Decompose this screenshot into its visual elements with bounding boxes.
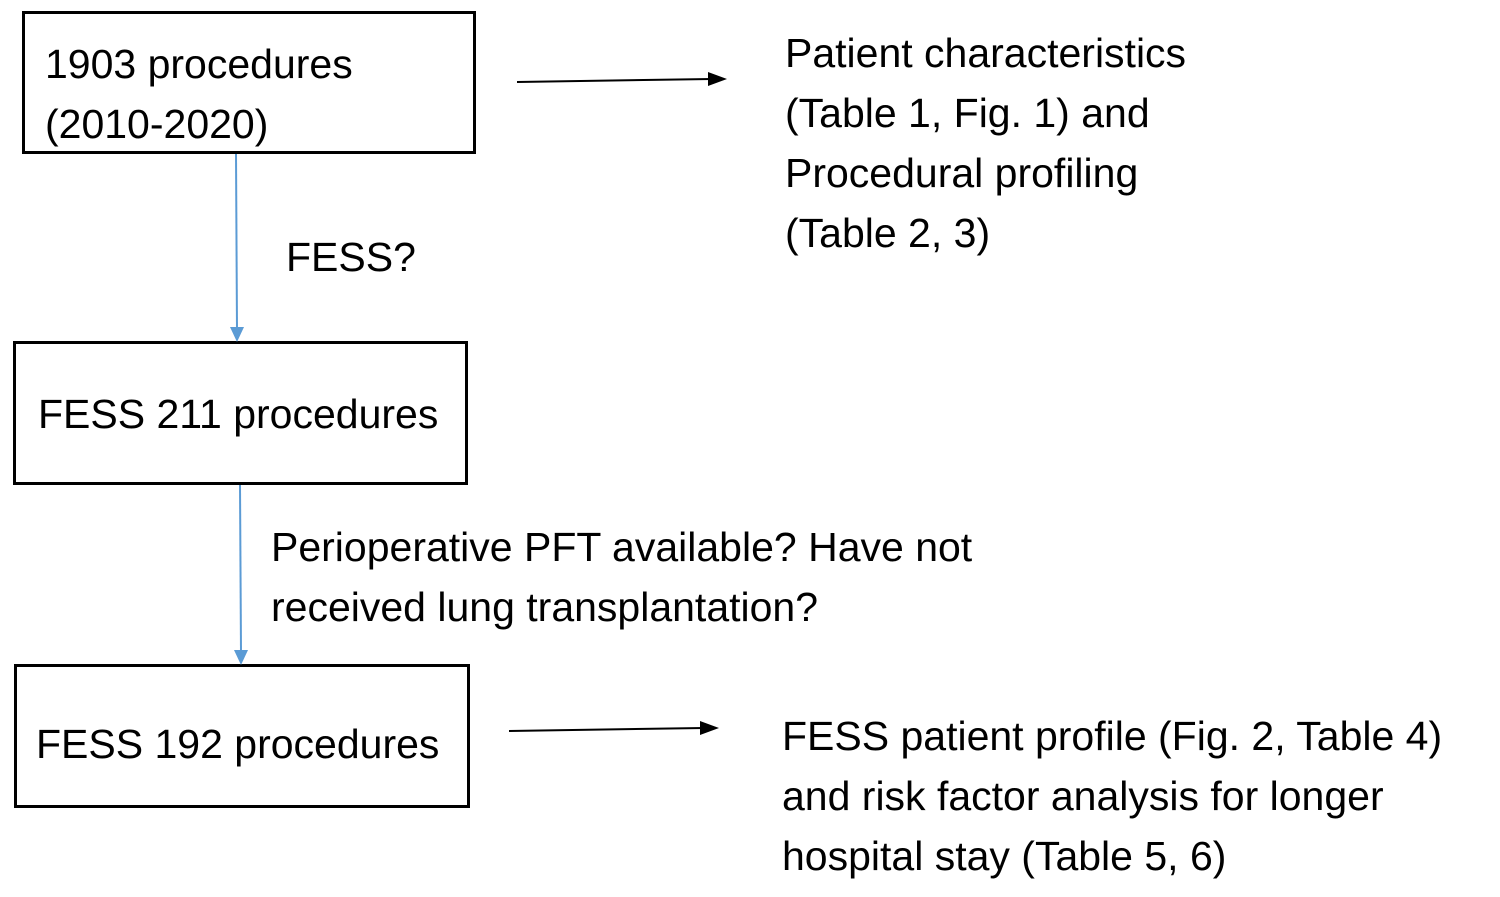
arrow-top-to-outcome-shaft: [516, 78, 713, 83]
box-fess-192-label: FESS 192 procedures: [36, 721, 440, 767]
outcome-1-line-4: (Table 2, 3): [785, 210, 991, 256]
arrow-middle-to-bottom: [234, 484, 248, 665]
outcome-1-line-3: Procedural profiling: [785, 150, 1139, 196]
box-total-label: 1903 procedures: [45, 41, 353, 87]
arrow-bottom-to-outcome-head: [700, 721, 719, 735]
arrow-bottom-to-outcome-shaft: [508, 727, 705, 732]
outcome-2-line-1: FESS patient profile (Fig. 2, Table 4): [782, 713, 1443, 759]
condition-pft-line-1: Perioperative PFT available? Have not: [271, 524, 973, 570]
box-total-years: (2010-2020): [45, 101, 269, 147]
arrow-middle-to-bottom-head: [234, 650, 248, 665]
box-total-procedures: 1903 procedures (2010-2020): [22, 11, 476, 154]
outcome-1-line-2: (Table 1, Fig. 1) and: [785, 90, 1150, 136]
box-fess-211: FESS 211 procedures: [13, 341, 468, 485]
arrow-middle-to-bottom-shaft: [239, 484, 242, 654]
arrow-top-to-middle-shaft: [235, 153, 238, 331]
condition-fess-label: FESS?: [286, 234, 416, 280]
condition-fess: FESS?: [286, 227, 416, 287]
arrow-top-to-middle: [230, 153, 244, 342]
arrow-top-to-middle-head: [230, 327, 244, 342]
outcome-fess-risk-analysis: FESS patient profile (Fig. 2, Table 4) a…: [782, 706, 1442, 886]
arrow-top-to-outcome: [516, 72, 727, 86]
condition-pft-transplant: Perioperative PFT available? Have not re…: [271, 517, 972, 637]
outcome-2-line-3: hospital stay (Table 5, 6): [782, 833, 1227, 879]
box-fess-192: FESS 192 procedures: [14, 664, 470, 808]
outcome-patient-characteristics: Patient characteristics (Table 1, Fig. 1…: [785, 23, 1186, 263]
outcome-1-line-1: Patient characteristics: [785, 30, 1187, 76]
box-fess-211-label: FESS 211 procedures: [38, 391, 439, 437]
outcome-2-line-2: and risk factor analysis for longer: [782, 773, 1384, 819]
arrow-bottom-to-outcome: [508, 721, 719, 735]
condition-pft-line-2: received lung transplantation?: [271, 584, 819, 630]
arrow-top-to-outcome-head: [708, 72, 727, 86]
